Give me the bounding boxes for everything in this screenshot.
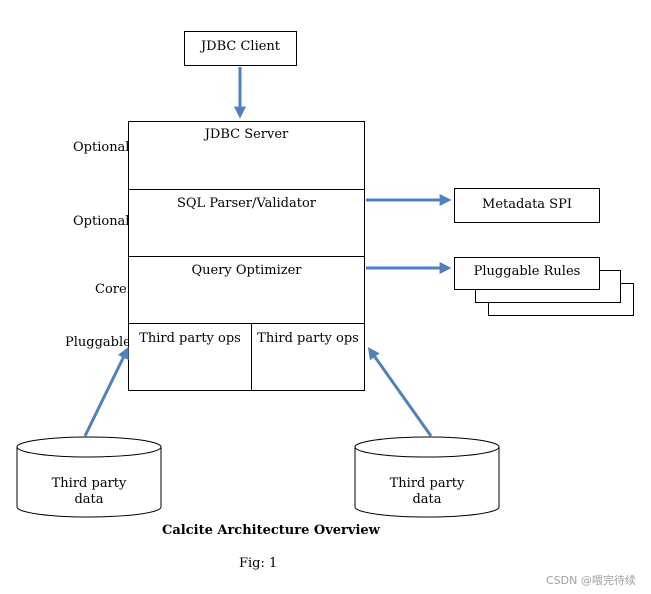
sql-parser-layer: SQL Parser/Validator (129, 189, 364, 257)
side-label-core: Core (95, 282, 127, 297)
jdbc-server-label: JDBC Server (204, 127, 289, 142)
third-party-ops-layer: Third party ops Third party ops (129, 323, 364, 391)
data-left-line2: data (74, 492, 104, 507)
architecture-stack: JDBC Server SQL Parser/Validator Query O… (128, 121, 365, 391)
data-right-line2: data (412, 492, 442, 507)
arrow-right-data-to-ops (367, 347, 433, 437)
third-party-ops-left: Third party ops (129, 324, 252, 391)
side-label-pluggable: Pluggable (65, 335, 131, 350)
pluggable-rules-label: Pluggable Rules (473, 264, 581, 279)
watermark-text: CSDN @喂完待续 (546, 574, 636, 587)
arrow-left-data-to-ops (83, 346, 129, 437)
data-right-line1: Third party (389, 476, 465, 491)
jdbc-server-layer: JDBC Server (129, 122, 364, 189)
side-label-optional-1: Optional (73, 140, 130, 155)
query-optimizer-layer: Query Optimizer (129, 256, 364, 324)
data-cylinder-left-label: Third party data (17, 476, 161, 508)
third-party-ops-left-label: Third party ops (139, 331, 241, 346)
third-party-ops-right-label: Third party ops (257, 331, 359, 346)
sql-parser-label: SQL Parser/Validator (176, 196, 316, 211)
side-label-optional-2: Optional (73, 214, 130, 229)
data-cylinder-left (16, 436, 162, 518)
figure-number: Fig: 1 (239, 556, 278, 571)
data-cylinder-right-label: Third party data (355, 476, 499, 508)
diagram-title: Calcite Architecture Overview (162, 523, 380, 538)
jdbc-client-label: JDBC Client (200, 39, 281, 54)
metadata-spi-label: Metadata SPI (482, 197, 572, 212)
metadata-spi-box: Metadata SPI (454, 188, 600, 223)
pluggable-rules-box: Pluggable Rules (454, 257, 600, 290)
query-optimizer-label: Query Optimizer (191, 263, 302, 278)
jdbc-client-box: JDBC Client (184, 31, 297, 66)
third-party-ops-right: Third party ops (252, 324, 364, 391)
data-left-line1: Third party (51, 476, 127, 491)
data-cylinder-right (354, 436, 500, 518)
